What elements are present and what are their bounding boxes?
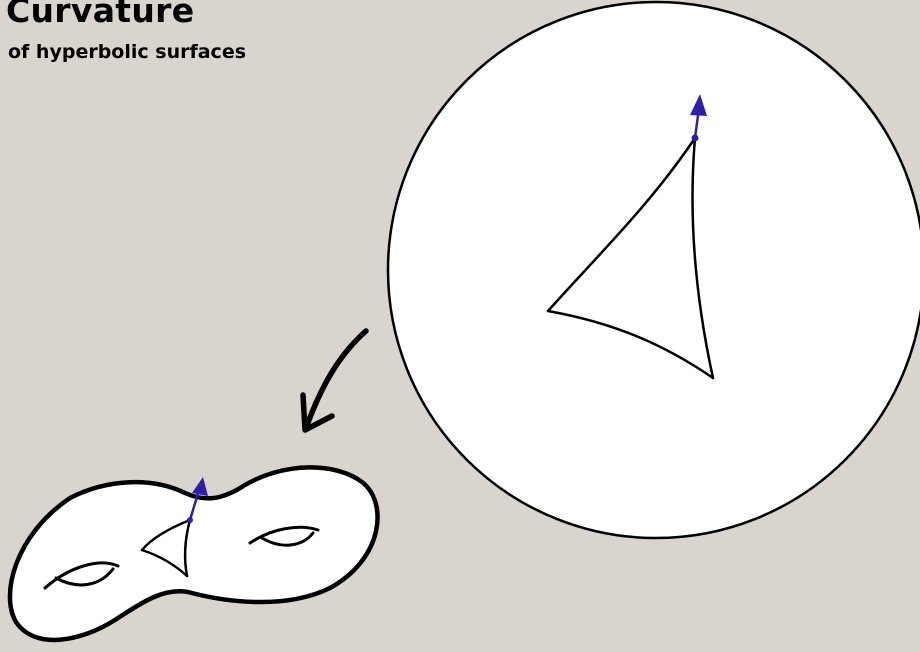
genus-two-surface bbox=[10, 467, 378, 640]
tangent-vector-base-point bbox=[692, 135, 699, 142]
disk-boundary bbox=[388, 2, 920, 538]
hyperbolic-disk bbox=[388, 2, 920, 538]
mapping-arrow bbox=[303, 331, 366, 430]
mapping-arrow-shaft bbox=[306, 331, 366, 428]
